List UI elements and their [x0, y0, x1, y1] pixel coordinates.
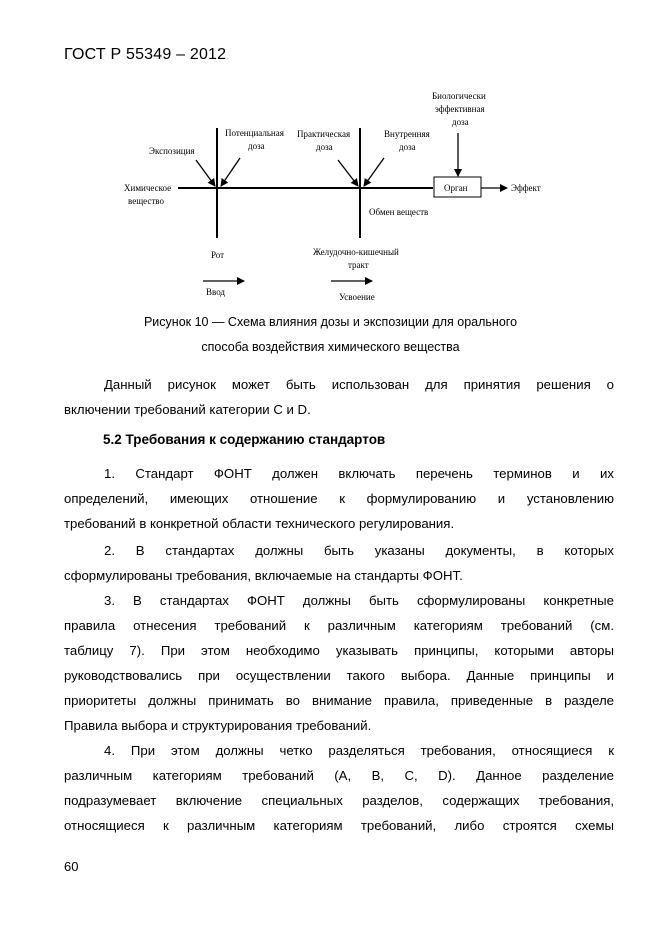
paragraph-line: различным категориям требований (А, В, С…	[64, 768, 614, 783]
page-number: 60	[64, 859, 79, 874]
paragraph-line: правила отнесения требований к различным…	[64, 618, 614, 633]
section-heading: 5.2 Требования к содержанию стандартов	[103, 432, 386, 447]
paragraph-item-4: 4. При этом должны четко разделяться тре…	[64, 738, 614, 838]
paragraph-item-1: 1. Стандарт ФОНТ должен включать перечен…	[64, 461, 614, 536]
label-git: Желудочно-кишечный тракт	[313, 247, 401, 270]
internal-dose-arrow	[363, 157, 385, 187]
paragraph-line: Данный рисунок может быть использован дл…	[104, 377, 614, 392]
organ-box	[433, 176, 482, 198]
paragraph-line: подразумевает включение специальных разд…	[64, 793, 614, 808]
exposure-arrow	[195, 159, 216, 187]
label-internal-dose: Внутренняя доза	[384, 129, 432, 152]
label-metabolism: Обмен веществ	[369, 207, 428, 217]
paragraph-line: требований в конкретной области техничес…	[64, 516, 455, 531]
potential-dose-arrow	[220, 157, 241, 187]
label-absorption: Усвоение	[339, 292, 375, 302]
paragraph-line: таблицу 7). При этом необходимо указыват…	[64, 643, 614, 658]
label-practical-dose: Практическая доза	[297, 129, 352, 152]
paragraph-line: 4. При этом должны четко разделяться тре…	[104, 743, 614, 758]
paragraph-item-3: 3. В стандартах ФОНТ должны быть сформул…	[64, 588, 614, 738]
dose-exposure-diagram: Химическое вещество Экспозиция Потенциал…	[124, 91, 541, 302]
figure-caption-line-1: Рисунок 10 — Схема влияния дозы и экспоз…	[143, 315, 518, 329]
document-header: ГОСТ Р 55349 – 2012	[64, 46, 227, 63]
paragraph-intro: Данный рисунок может быть использован дл…	[64, 372, 614, 422]
paragraph-line: 3. В стандартах ФОНТ должны быть сформул…	[104, 593, 614, 608]
paragraph-item-2: 2. В стандартах должны быть указаны доку…	[64, 538, 614, 588]
label-input: Ввод	[206, 287, 225, 297]
paragraph-line: сформулированы требования, включаемые на…	[64, 568, 463, 583]
paragraph-line: 2. В стандартах должны быть указаны доку…	[104, 543, 614, 558]
paragraph-line: Правила выбора и структурирования требов…	[64, 718, 372, 733]
label-chemical: Химическое вещество	[124, 183, 173, 206]
figure-caption-line-2: способа воздействия химического вещества	[201, 340, 460, 354]
paragraph-line: руководствовались при осуществлении тако…	[64, 668, 614, 683]
label-bio-dose: Биологически эффективная доза	[432, 91, 488, 127]
label-potential-dose: Потенциальная доза	[225, 128, 286, 151]
label-effect: Эффект	[511, 183, 541, 193]
label-organ: Орган	[444, 183, 468, 193]
practical-dose-arrow	[337, 159, 359, 187]
paragraph-line: определений, имеющих отношение к формули…	[64, 491, 614, 506]
paragraph-line: приоритеты должны принимать во внимание …	[64, 693, 614, 708]
paragraph-line: относящиеся к различным категориям требо…	[64, 818, 614, 833]
label-exposure: Экспозиция	[149, 146, 195, 156]
paragraph-line: включении требований категории С и D.	[64, 402, 311, 417]
label-mouth: Рот	[211, 250, 224, 260]
paragraph-line: 1. Стандарт ФОНТ должен включать перечен…	[104, 466, 614, 481]
